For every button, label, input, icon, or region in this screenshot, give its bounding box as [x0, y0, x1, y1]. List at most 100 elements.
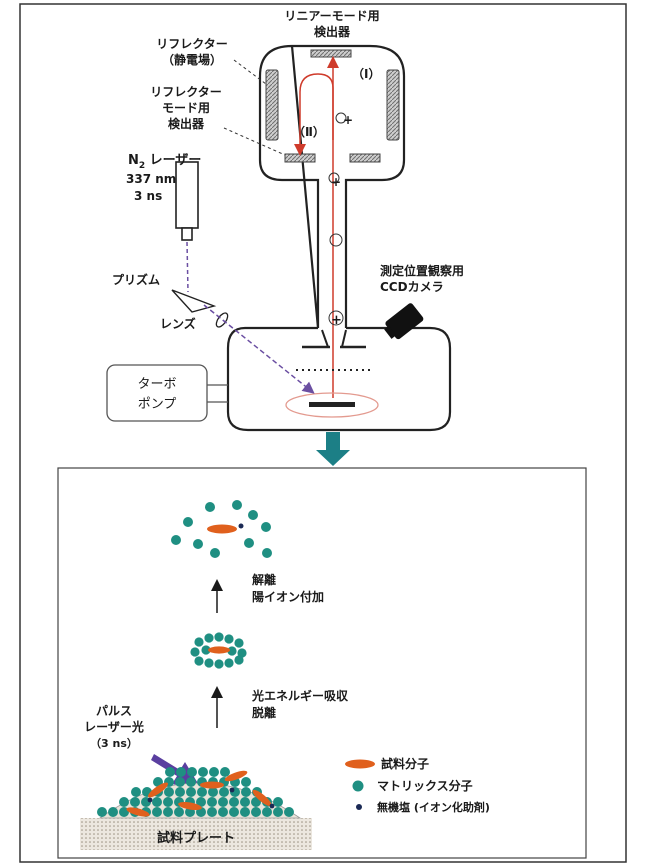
matrix-molecule: [190, 647, 200, 657]
matrix-molecule: [119, 797, 129, 807]
prism-label: プリズム: [112, 272, 160, 287]
matrix-molecule: [218, 797, 228, 807]
legend-matrix-label: マトリックス分子: [377, 778, 473, 793]
matrix-molecule: [227, 646, 237, 656]
electrode-skim-left: [321, 329, 329, 348]
matrix-molecule: [175, 777, 185, 787]
matrix-molecule: [251, 807, 261, 817]
sample-molecule: [126, 807, 150, 817]
pump-label-line2: ポンプ: [138, 397, 177, 412]
electrode-skim-right: [341, 329, 347, 348]
salt-ion: [238, 523, 244, 529]
sample-molecule: [147, 782, 169, 798]
matrix-molecule: [176, 767, 186, 777]
matrix-molecule: [194, 656, 204, 666]
camera-label-2: CCDカメラ: [380, 280, 444, 294]
reflector-detector-label-2: モード用: [162, 101, 210, 115]
reflector-detector-label-1: リフレクター: [150, 85, 222, 99]
path-I-label: （Ⅰ）: [352, 66, 380, 81]
matrix-molecule: [207, 807, 217, 817]
matrix-molecule: [108, 807, 118, 817]
legend: 試料分子 マトリックス分子 無機塩 (イオン化助剤): [345, 756, 490, 814]
matrix-molecule: [194, 637, 204, 647]
laser-label: N2 レーザー: [128, 153, 201, 171]
turbo-pump: [106, 364, 208, 422]
flight-tube: [258, 44, 406, 329]
matrix-molecule: [204, 633, 214, 643]
sample-molecule: [200, 781, 224, 789]
matrix-molecule: [244, 538, 254, 548]
matrix-molecule: [171, 535, 181, 545]
linear-detector-label-1: リニアーモード用: [284, 9, 379, 23]
sample-plate-label: 試料プレート: [157, 830, 235, 846]
matrix-molecule: [229, 807, 239, 817]
pulse-laser-label-1: パルス: [96, 704, 132, 718]
matrix-molecule: [232, 500, 242, 510]
prism: [171, 289, 217, 313]
matrix-molecule: [209, 767, 219, 777]
matrix-molecule: [196, 797, 206, 807]
matrix-molecule: [163, 797, 173, 807]
matrix-molecule: [218, 807, 228, 817]
matrix-molecule: [273, 797, 283, 807]
linear-detector: [310, 49, 352, 58]
matrix-molecule: [284, 807, 294, 817]
reflector-label-2: （静電場）: [162, 52, 222, 67]
ion-beam-reflect: [294, 73, 334, 156]
matrix-molecule: [165, 767, 175, 777]
matrix-molecule: [205, 502, 215, 512]
linear-detector-label-2: 検出器: [314, 24, 351, 39]
absorb-label-1: 光エネルギー吸収: [251, 688, 349, 703]
legend-salt-icon: [356, 804, 362, 810]
matrix-molecule: [197, 787, 207, 797]
laser-beam-diagonal: [203, 304, 315, 394]
matrix-molecule: [234, 638, 244, 648]
matrix-molecule: [214, 659, 224, 669]
matrix-molecule: [193, 539, 203, 549]
lens: [215, 312, 229, 328]
matrix-molecule: [224, 634, 234, 644]
matrix-molecule: [97, 807, 107, 817]
matrix-molecule: [163, 807, 173, 817]
sample-molecule: [178, 801, 202, 811]
matrix-molecule: [237, 648, 247, 658]
lens-label: レンズ: [160, 316, 196, 331]
matrix-molecule: [241, 787, 251, 797]
matrix-molecule: [152, 797, 162, 807]
n2-laser: [175, 161, 199, 229]
matrix-cluster: [190, 632, 247, 669]
matrix-molecule: [229, 797, 239, 807]
sample-molecule: [207, 524, 237, 534]
matrix-molecule: [164, 787, 174, 797]
reflector-detector-label-3: 検出器: [168, 116, 205, 131]
reflector-detector-right: [349, 153, 381, 163]
laser-beam-vertical: [186, 241, 189, 293]
legend-matrix-icon: [352, 780, 364, 792]
transition-arrow-icon: [316, 432, 350, 466]
reflector-right: [386, 69, 400, 141]
salt-ion: [147, 797, 153, 803]
legend-salt-label: 無機塩 (イオン化助剤): [377, 800, 490, 814]
leader-lines: [223, 59, 286, 156]
matrix-molecule: [183, 517, 193, 527]
matrix-molecule: [131, 787, 141, 797]
mound-particles: [97, 767, 294, 817]
sample-region: [285, 392, 379, 418]
ion-cluster-desorbed: [171, 500, 272, 558]
matrix-molecule: [204, 658, 214, 668]
ion-chamber: [226, 326, 452, 432]
matrix-molecule: [207, 797, 217, 807]
salt-ion: [229, 787, 235, 793]
bottom-panel-border: [57, 467, 587, 859]
sample-molecule: [224, 770, 248, 782]
salt-ion: [269, 803, 275, 809]
matrix-molecule: [262, 548, 272, 558]
sample-molecule: [208, 646, 230, 654]
matrix-molecule: [224, 658, 234, 668]
matrix-molecule: [208, 787, 218, 797]
matrix-molecule: [187, 767, 197, 777]
desorb-label-1: 解離: [252, 572, 276, 587]
matrix-molecule: [175, 787, 185, 797]
ion-symbol: +: [331, 175, 341, 189]
absorb-label-2: 脱離: [252, 705, 276, 720]
